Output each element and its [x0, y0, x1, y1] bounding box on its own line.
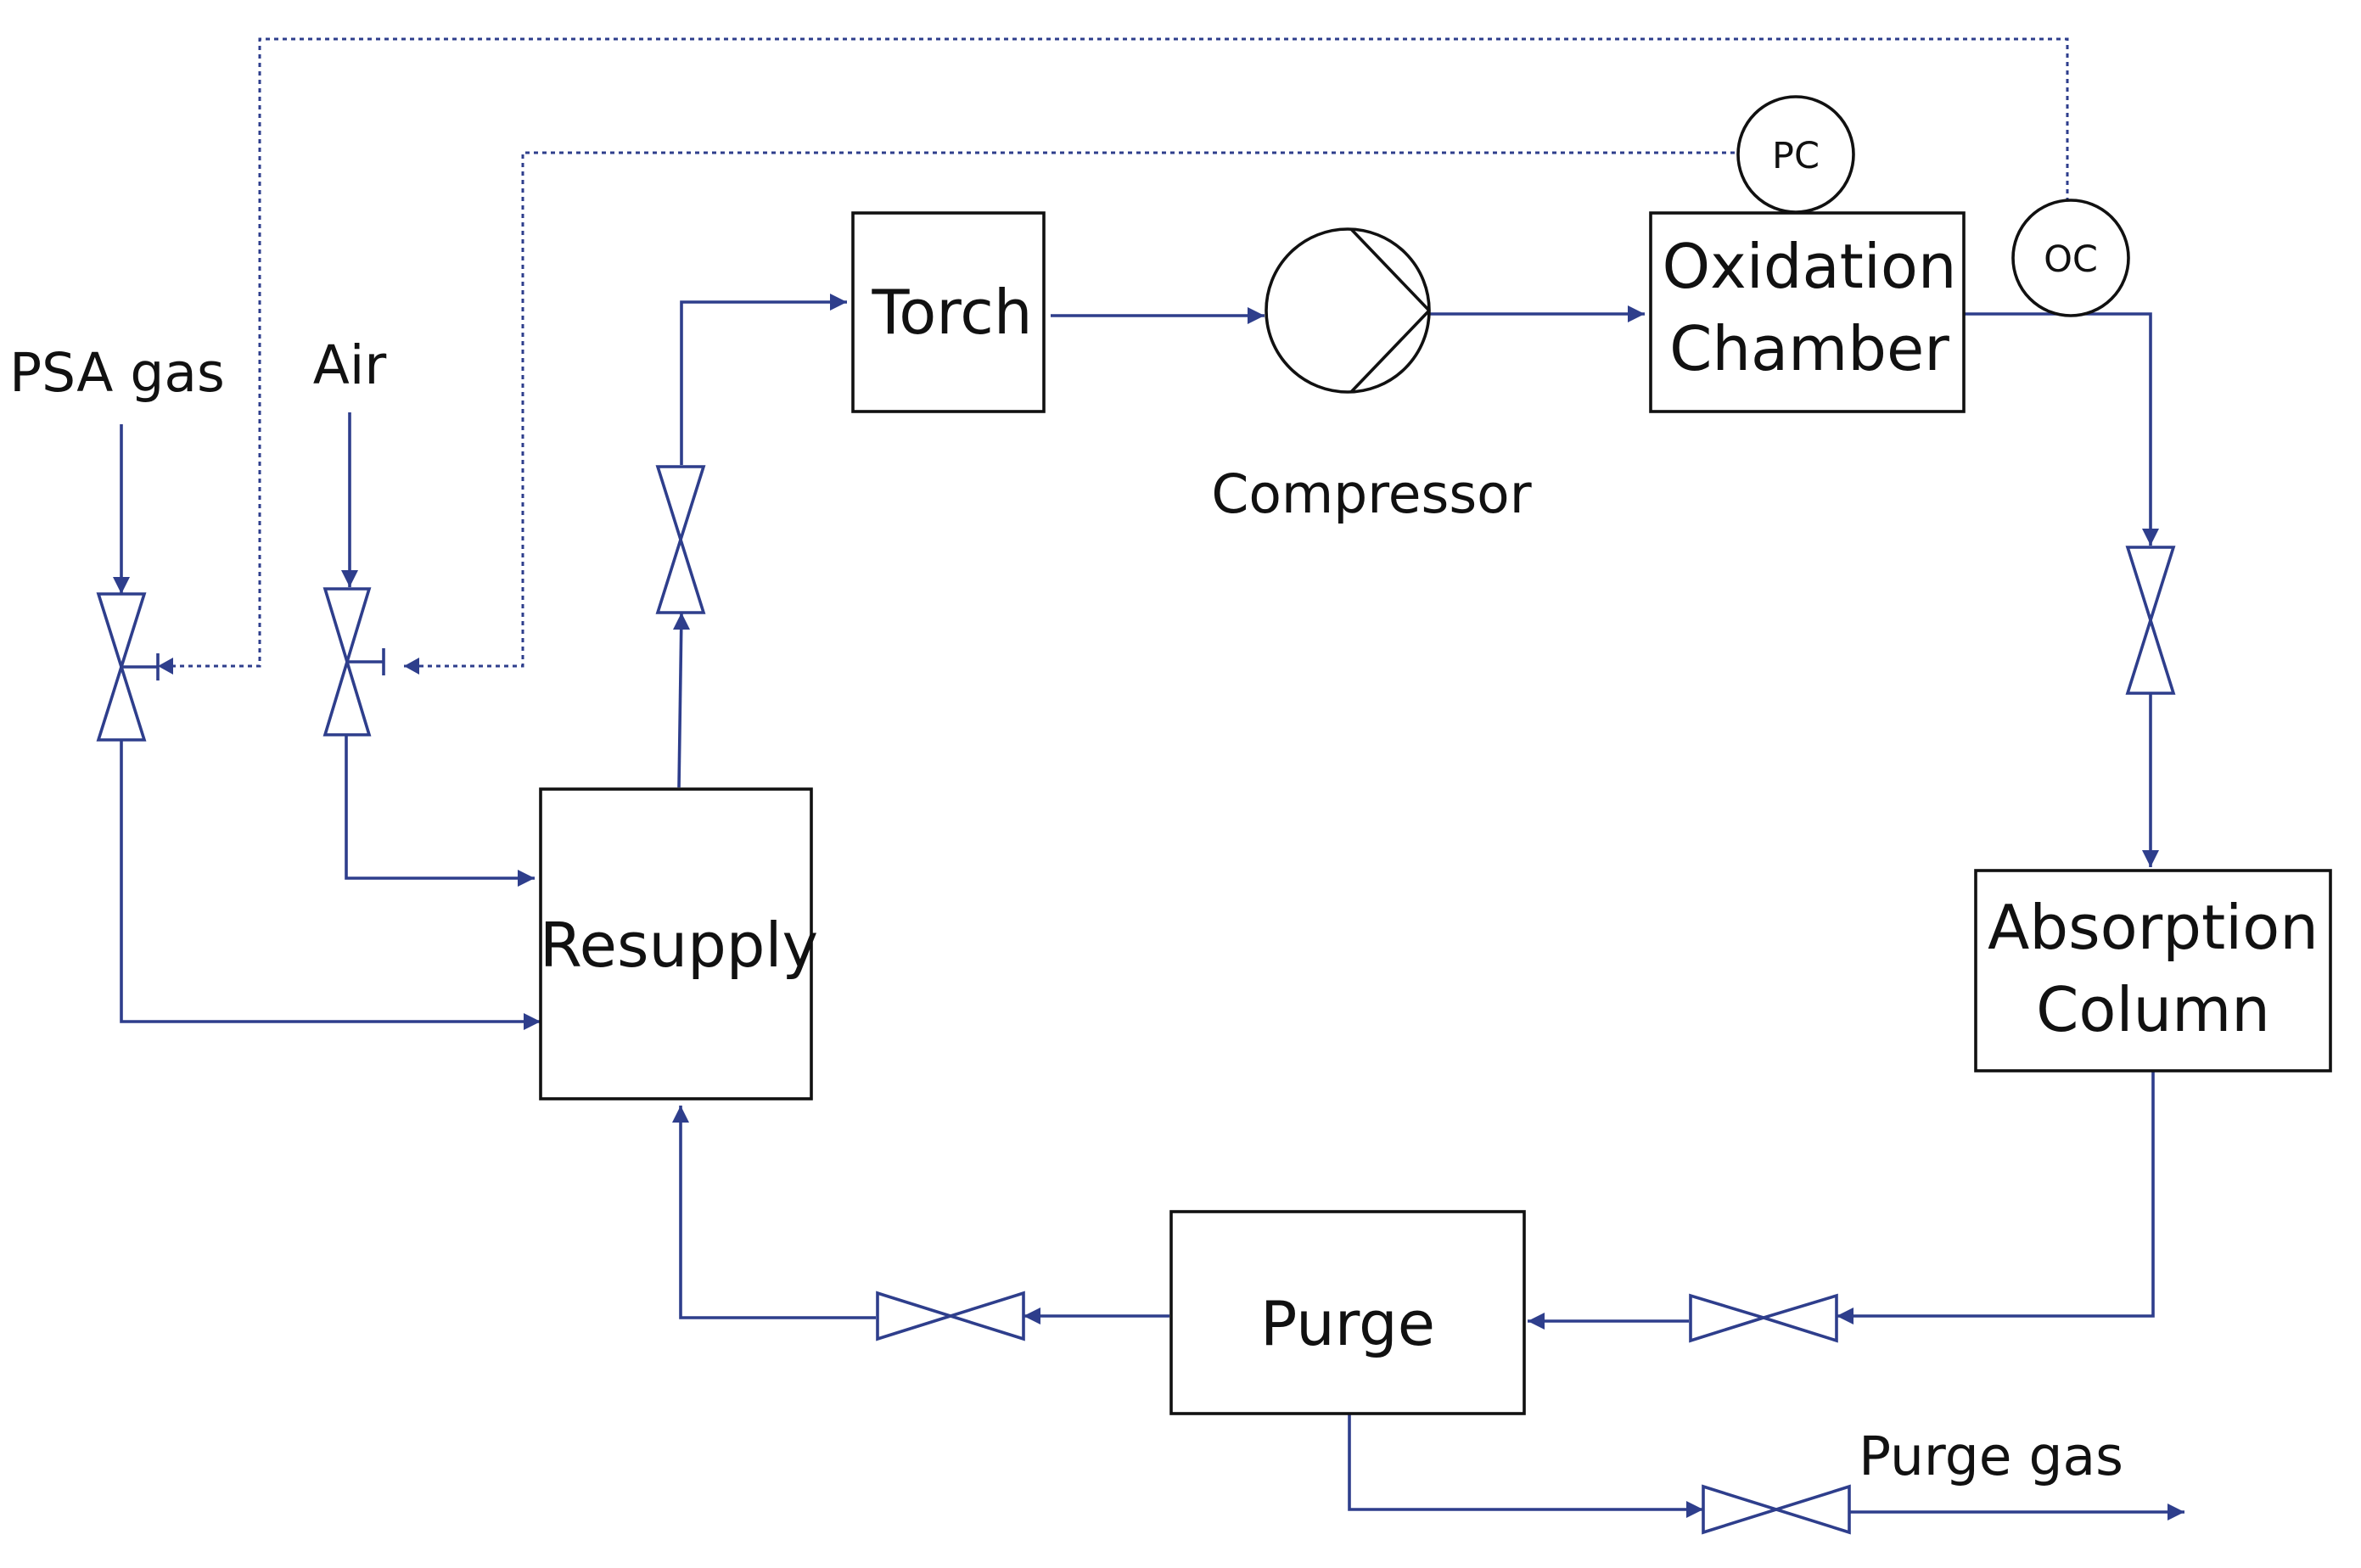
instrument-bubble-icon[interactable]: PC: [1736, 95, 1855, 214]
purge-gas-label: Purge gas: [1859, 1425, 2123, 1487]
resupply-to-valve-line: [677, 612, 683, 788]
torch-unit[interactable]: Torch: [851, 211, 1046, 413]
absorption-column-label-line2: Column: [2036, 974, 2270, 1045]
signal-lines: [158, 37, 2069, 675]
purge-unit[interactable]: Purge: [1169, 1210, 1526, 1415]
oc-signal-line: [158, 37, 2069, 668]
air-to-resupply-line: [345, 735, 535, 880]
compressor-icon[interactable]: [1265, 227, 1431, 394]
oc-label: OC: [2044, 238, 2098, 281]
air-signal-arrowhead: [404, 658, 419, 675]
valve-icon[interactable]: [876, 1291, 1025, 1341]
psa-to-resupply-line: [120, 740, 541, 1023]
air-label: Air: [313, 334, 387, 396]
compressor-label: Compressor: [1211, 463, 1531, 525]
instrument-bubble-icon[interactable]: OC: [2011, 199, 2130, 317]
oxidation-to-valve-line: [1964, 312, 2152, 546]
oxidation-chamber-label-line1: Oxidation: [1662, 231, 1956, 302]
pc-label: PC: [1772, 135, 1820, 177]
absorption-to-valve-line: [1837, 1071, 2155, 1318]
valve-icon[interactable]: [2125, 546, 2176, 695]
valve-icon[interactable]: [1702, 1484, 1851, 1535]
valve-icon[interactable]: [1689, 1293, 1838, 1343]
purge-to-purge-gas-valve-line: [1348, 1414, 1703, 1511]
oxidation-chamber-label-line2: Chamber: [1669, 313, 1949, 384]
process-lines: [113, 294, 2184, 1520]
psa-signal-arrowhead: [158, 658, 173, 675]
purge-label: Purge: [1260, 1288, 1435, 1359]
oxidation-chamber-unit[interactable]: Oxidation Chamber: [1649, 211, 1966, 413]
resupply-unit[interactable]: Resupply: [539, 787, 818, 1100]
valve-to-resupply-line: [679, 1106, 876, 1319]
valve-to-torch-line: [680, 300, 847, 465]
absorption-column-unit[interactable]: Absorption Column: [1974, 869, 2332, 1072]
pc-signal-line: [404, 151, 1735, 668]
control-valve-icon[interactable]: [322, 587, 385, 736]
absorption-column-label-line1: Absorption: [1988, 892, 2319, 963]
psa-gas-label: PSA gas: [9, 342, 225, 404]
resupply-label: Resupply: [540, 910, 818, 981]
control-valve-icon[interactable]: [96, 592, 160, 742]
torch-label: Torch: [871, 277, 1032, 348]
valve-icon[interactable]: [655, 465, 706, 614]
